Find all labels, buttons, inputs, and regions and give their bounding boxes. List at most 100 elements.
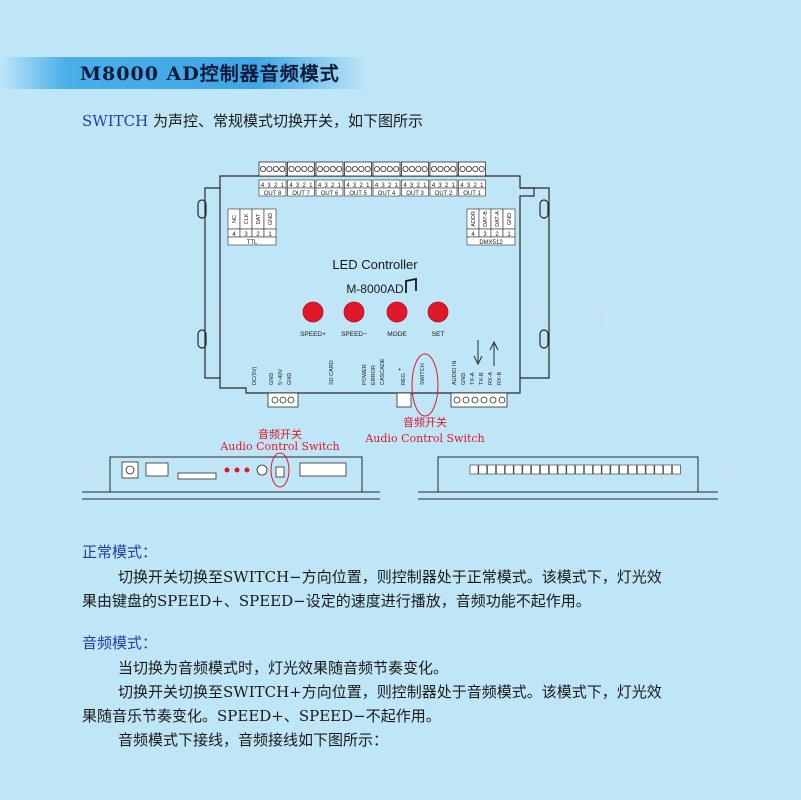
side-switch-highlight (270, 452, 290, 488)
pin-number: 2 (445, 183, 449, 189)
audio-mode-line-1: 当切换为音频模式时，灯光效果随音频节奏变化。 (118, 659, 449, 677)
side-output-terminal (628, 464, 637, 475)
ttl-pin-number: 3 (244, 232, 248, 238)
pin-number: 3 (324, 183, 328, 189)
dmx-pin-name: ADDR (471, 211, 477, 227)
normal-mode-line-1: 切换开关切换至SWITCH−方向位置，则控制器处于正常模式。该模式下，灯光效 (118, 568, 662, 586)
mount-slot (539, 329, 549, 349)
terminal-screw (478, 165, 485, 172)
terminal-screw (336, 165, 343, 172)
side-switch-label-en: Audio Control Switch (219, 440, 339, 453)
side-switch (275, 466, 285, 478)
intro-text: 为声控、常规模式切换开关，如下图所示 (148, 112, 423, 130)
ttl-pin-name: DAT (256, 213, 262, 224)
dmx-pin-name: DAT-A (495, 211, 501, 227)
pin-number: 2 (331, 183, 335, 189)
pin-number: 4 (460, 183, 464, 189)
pin-number: 4 (261, 183, 265, 189)
sd-slot (177, 472, 217, 480)
terminal-screw (472, 165, 479, 172)
connector-label: GND (287, 373, 293, 385)
out-label: OUT 2 (435, 191, 453, 197)
side-output-terminal (566, 464, 576, 475)
terminal-screw (351, 165, 358, 172)
led-indicator (224, 467, 230, 473)
device-outline (219, 175, 535, 394)
terminal-screw (373, 165, 380, 172)
pin-number: 4 (318, 183, 322, 189)
terminal-screw (287, 396, 295, 404)
connector-label: 5~40V (278, 369, 284, 385)
terminal-screw (393, 165, 400, 172)
button-1[interactable] (343, 301, 365, 323)
terminal-screw (329, 165, 336, 172)
connector-label: CASCADE (380, 358, 386, 385)
button-3[interactable] (427, 301, 449, 323)
pin-number: 1 (338, 183, 342, 189)
terminal-screw (279, 165, 286, 172)
dmx-pin-number: 2 (495, 232, 499, 238)
pin-number: 4 (432, 183, 436, 189)
terminal-screw (271, 396, 279, 404)
out-label-cell (344, 187, 372, 197)
terminal-screw (294, 165, 301, 172)
pin-number: 2 (474, 183, 478, 189)
switch-label-en: Audio Control Switch (364, 432, 484, 445)
device-name: LED Controller (332, 257, 418, 272)
side-switch-label-cn: 音频开关 (258, 427, 302, 441)
output-terminal (401, 161, 429, 177)
ttl-pin-name: NC (232, 215, 238, 223)
normal-mode-heading: 正常模式： (82, 543, 158, 561)
ttl-pin-number: 4 (232, 232, 236, 238)
button-0[interactable] (302, 301, 324, 323)
connector-label: RX-B (497, 372, 503, 385)
led-indicator (234, 467, 240, 473)
out-label: OUT 3 (406, 191, 424, 197)
pin-number: 3 (353, 183, 357, 189)
out-label: OUT 1 (463, 191, 481, 197)
connector-label: REG (401, 373, 407, 385)
out-label: OUT 6 (321, 191, 339, 197)
side-view-body (437, 456, 699, 492)
connector-label: TX-A (470, 372, 476, 385)
terminal-screw (316, 165, 323, 172)
terminal-screw (459, 165, 466, 172)
side-output-terminal (522, 464, 532, 475)
dmx-label: DMX512 (479, 240, 503, 246)
side-output-terminal (610, 464, 620, 475)
dc-jack-hole (125, 465, 135, 475)
pin-number: 1 (452, 183, 456, 189)
title-bar (0, 57, 368, 89)
switch-highlight (411, 353, 439, 417)
out-label-cell (287, 187, 315, 197)
terminal-screw (307, 165, 314, 172)
terminal-screw (437, 165, 444, 172)
side-output-terminal (575, 464, 584, 475)
side-output-terminal (601, 464, 611, 475)
output-terminal (258, 161, 287, 177)
terminal-screw (345, 165, 352, 172)
side-output-terminal (504, 464, 514, 475)
switch-label-cn: 音频开关 (403, 415, 447, 429)
terminal-screw (386, 165, 393, 172)
terminal-screw (462, 396, 470, 404)
output-terminal (458, 161, 486, 177)
ttl-pin-number: 1 (268, 232, 272, 238)
terminal-screw (430, 165, 437, 172)
side-output-terminal (663, 464, 672, 475)
button-2[interactable] (386, 301, 408, 323)
terminal-screw (489, 396, 497, 404)
side-output-terminal (478, 464, 488, 475)
side-output-terminal (636, 464, 646, 475)
side-output-terminal (487, 464, 496, 475)
data-terminal (450, 392, 508, 408)
out-label-cell (258, 187, 287, 197)
out-label: OUT 7 (292, 191, 310, 197)
audio-mode-line-2: 切换开关切换至SWITCH+方向位置，则控制器处于音频模式。该模式下，灯光效 (118, 683, 662, 701)
side-output-terminal (584, 464, 593, 475)
terminal-screw (323, 165, 330, 172)
pin-number: 4 (289, 183, 293, 189)
connector-label: + (398, 367, 401, 373)
knob-icon (256, 464, 268, 476)
